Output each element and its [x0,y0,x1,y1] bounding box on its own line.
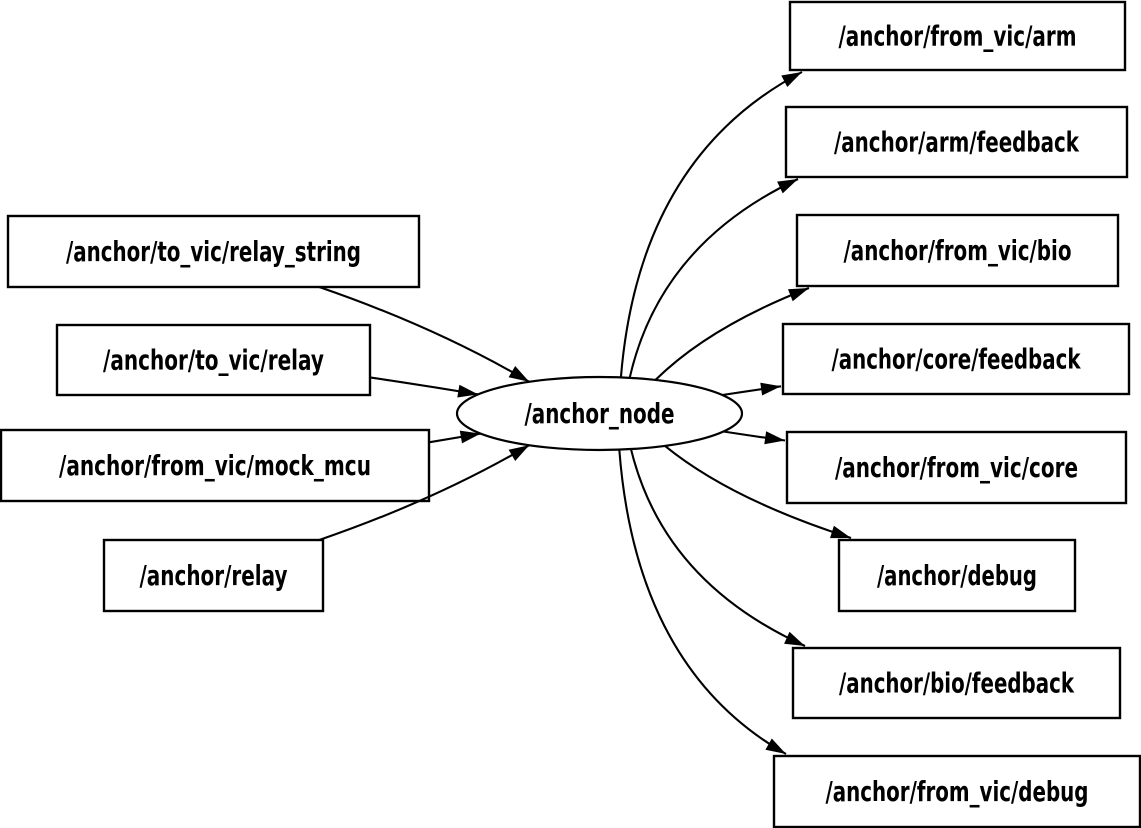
edge-anchor-node-to-from-vic-bio [654,287,810,381]
edge-anchor-node-to-bio-feedback-arrowhead [784,631,805,646]
topic-label-from-vic-bio: /anchor/from_vic/bio [844,234,1072,267]
topic-label-relay: /anchor/relay [140,559,288,592]
edge-anchor-node-to-arm-feedback [628,178,799,379]
edge-anchor-node-to-bio-feedback [629,448,806,647]
topic-label-from-vic-arm: /anchor/from_vic/arm [839,20,1077,53]
topic-label-arm-feedback: /anchor/arm/feedback [834,126,1080,159]
topic-label-from-vic-mock-mcu: /anchor/from_vic/mock_mcu [59,449,371,482]
edge-relay-to-anchor-node [318,444,530,541]
edge-anchor-node-to-from-vic-bio-arrowhead [788,288,809,302]
topic-node-from-vic-debug [772,754,1141,828]
topic-label-to-vic-relay: /anchor/to_vic/relay [103,344,324,377]
topic-label-core-feedback: /anchor/core/feedback [832,343,1082,376]
edge-anchor-node-to-debug [664,445,852,539]
topic-node-bio-feedback [791,646,1122,720]
edge-anchor-node-to-core-feedback-arrowhead [760,382,781,396]
topic-node-from-vic-arm [788,0,1127,72]
topic-node-from-vic-bio [795,213,1120,288]
topic-label-debug: /anchor/debug [877,559,1037,592]
edge-anchor-node-to-debug-arrowhead [830,525,851,539]
topic-node-to-vic-relay [55,323,372,397]
edge-anchor-node-to-from-vic-debug-arrowhead [765,738,786,754]
node-label-anchor-node: /anchor_node [525,397,675,430]
edge-anchor-node-to-from-vic-core-arrowhead [764,431,785,445]
topic-node-from-vic-core [785,430,1128,505]
topic-node-arm-feedback [784,105,1129,179]
topic-node-to-vic-relay-string [6,214,421,289]
topic-label-from-vic-debug: /anchor/from_vic/debug [826,775,1089,808]
edge-anchor-node-to-from-vic-arm [619,71,803,378]
topic-node-core-feedback [781,322,1131,396]
topic-label-to-vic-relay-string: /anchor/to_vic/relay_string [66,235,361,268]
topic-node-debug [837,538,1077,613]
edge-anchor-node-to-from-vic-debug [618,449,787,755]
topic-node-relay [102,538,325,613]
edge-to-vic-relay-string-to-anchor-node [318,286,530,383]
edge-from-vic-mock-mcu-to-anchor-node-arrowhead [459,430,481,444]
topic-node-from-vic-mock-mcu [0,428,431,503]
topic-label-bio-feedback: /anchor/bio/feedback [839,667,1075,700]
edge-to-vic-relay-string-to-anchor-node-arrowhead [508,366,530,382]
edge-anchor-node-to-arm-feedback-arrowhead [777,179,798,194]
edge-relay-to-anchor-node-arrowhead [508,445,530,461]
edge-anchor-node-to-from-vic-arm-arrowhead [781,72,802,87]
edge-to-vic-relay-to-anchor-node-arrowhead [457,384,479,398]
node-anchor-node [455,375,744,452]
topic-label-from-vic-core: /anchor/from_vic/core [835,451,1078,484]
